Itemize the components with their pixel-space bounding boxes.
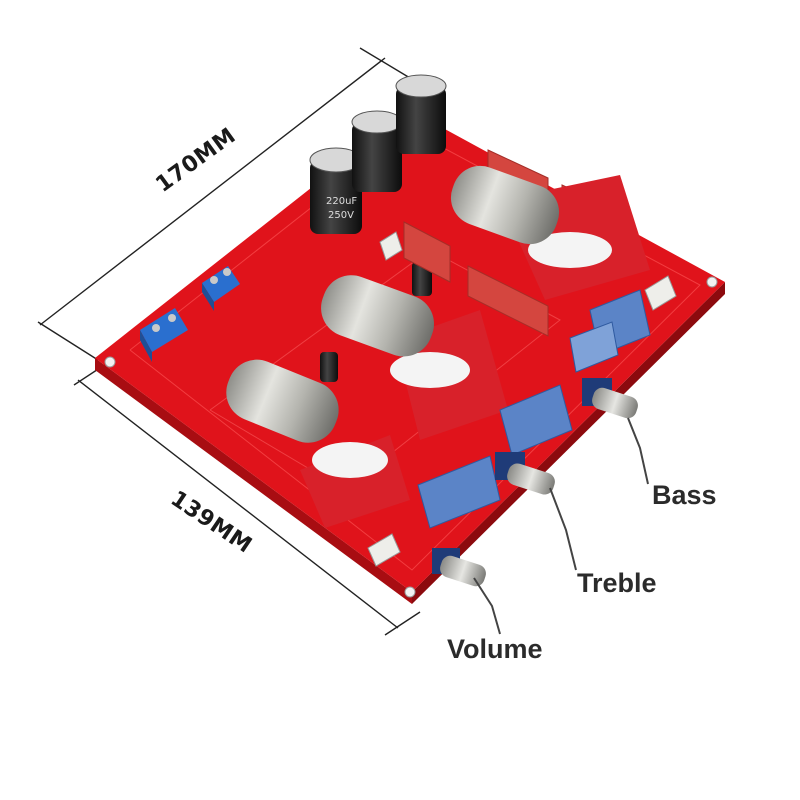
callout-lines	[473, 417, 649, 635]
capacitor-voltage-label: 250V	[328, 210, 354, 221]
screw-terminals	[140, 266, 240, 362]
tube-rear	[450, 165, 650, 300]
volume-callout: Volume	[447, 634, 543, 664]
dimension-line-top	[37, 47, 411, 361]
tube-front	[226, 359, 410, 528]
connectors	[367, 231, 677, 567]
vacuum-tubes	[226, 165, 650, 528]
tube-middle	[321, 275, 508, 440]
treble-callout: Treble	[577, 568, 657, 598]
capacitor-value-label: 220uF	[326, 196, 357, 207]
electrolytic-capacitors: 220uF 250V	[309, 74, 447, 382]
tone-capacitors	[417, 289, 651, 529]
bass-callout: Bass	[652, 480, 717, 510]
